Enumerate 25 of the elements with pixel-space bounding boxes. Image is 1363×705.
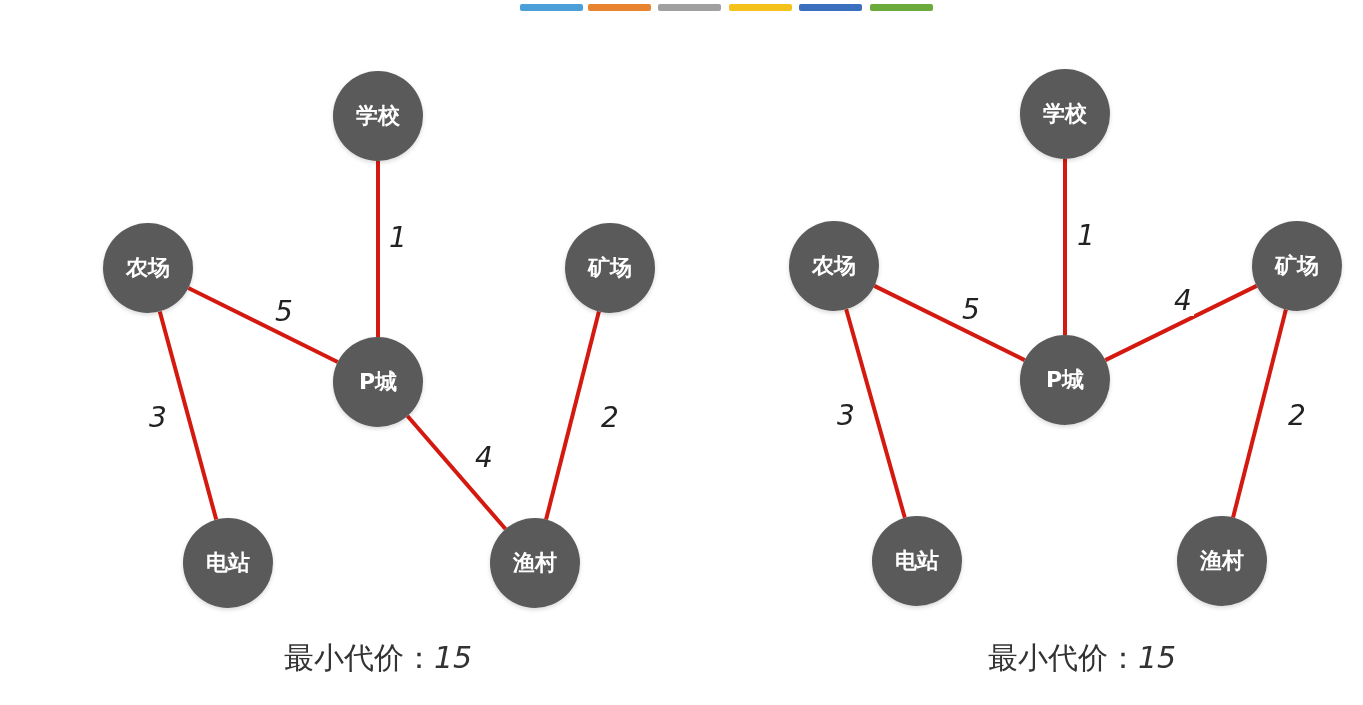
place-circle: P城 — [1020, 335, 1110, 425]
connector-line — [157, 310, 219, 521]
connector-line — [844, 308, 907, 519]
place-circle: 矿场 — [565, 223, 655, 313]
connector-line — [405, 414, 508, 531]
place-circle: 学校 — [1020, 69, 1110, 159]
edge-label: 4 — [1172, 286, 1194, 316]
place-circle: 矿场 — [1252, 221, 1342, 311]
connector-line — [1104, 284, 1258, 362]
connector-line — [1063, 159, 1067, 335]
connector-line — [187, 286, 339, 364]
place-circle: 电站 — [872, 516, 962, 606]
place-circle: 电站 — [183, 518, 273, 608]
connector-line — [873, 284, 1026, 362]
place-circle: 学校 — [333, 71, 423, 161]
place-circle: 农场 — [789, 221, 879, 311]
cost-text: 最小代价：15 — [987, 639, 1177, 677]
place-circle: 渔村 — [1177, 516, 1267, 606]
place-circle: 渔村 — [490, 518, 580, 608]
place-circle: 农场 — [103, 223, 193, 313]
connector-line — [1231, 309, 1288, 518]
connector-line — [376, 161, 380, 337]
place-circle: P城 — [333, 337, 423, 427]
connector-line — [544, 311, 601, 520]
cost-text: 最小代价：15 — [283, 639, 473, 677]
